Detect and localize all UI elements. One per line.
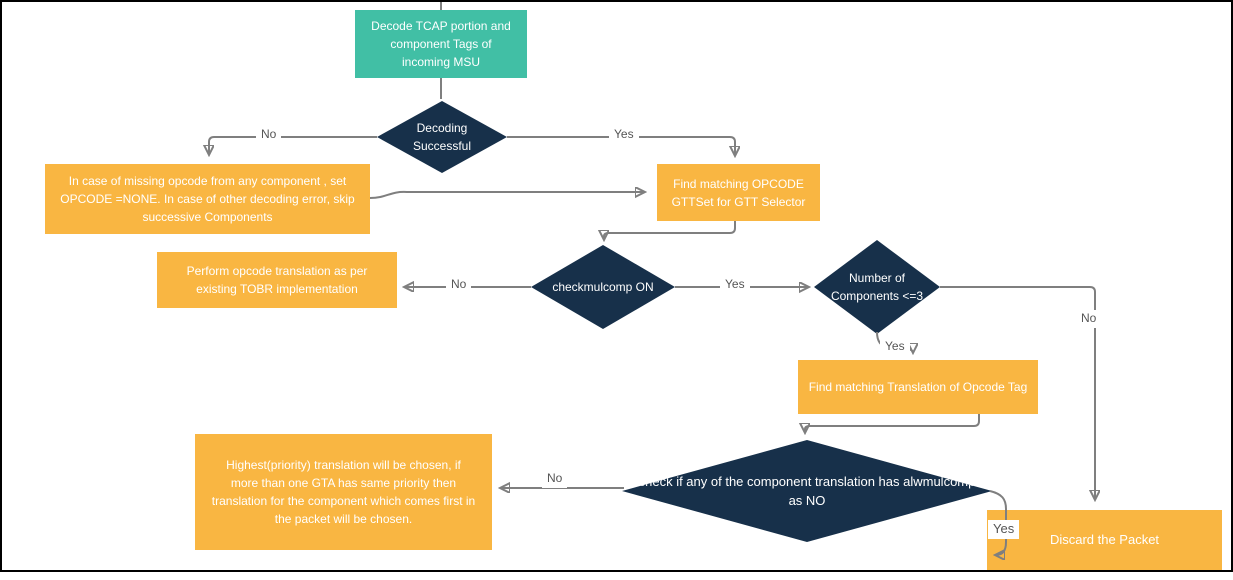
node-checkmulcomp-on-label: checkmulcomp ON bbox=[552, 280, 654, 294]
node-perform-tobr: Perform opcode translation as per existi… bbox=[157, 252, 397, 308]
node-num-components-label: Number of Components <=3 bbox=[830, 271, 924, 303]
node-find-opcode-gttset-label: Find matching OPCODE GTTSet for GTT Sele… bbox=[671, 176, 806, 209]
node-checkmulcomp-on: checkmulcomp ON bbox=[531, 245, 675, 329]
node-check-alwmulcomp: check if any of the component translatio… bbox=[622, 440, 992, 542]
node-check-alwmulcomp-label: check if any of the component translatio… bbox=[638, 473, 976, 509]
node-missing-opcode: In case of missing opcode from any compo… bbox=[45, 164, 370, 234]
edge-label-alwmulcomp-no: No bbox=[542, 470, 568, 488]
node-missing-opcode-label: In case of missing opcode from any compo… bbox=[60, 174, 355, 224]
node-find-translation: Find matching Translation of Opcode Tag bbox=[798, 360, 1038, 414]
node-find-opcode-gttset: Find matching OPCODE GTTSet for GTT Sele… bbox=[657, 164, 820, 221]
edge-label-numcomp-yes: Yes bbox=[880, 338, 910, 356]
edge-label-checkmulcomp-no: No bbox=[446, 276, 472, 294]
node-highest-priority-label: Highest(priority) translation will be ch… bbox=[211, 458, 476, 526]
edge-find-translation-to-alwmulcomp bbox=[805, 414, 980, 432]
edge-label-alwmulcomp-yes: Yes bbox=[988, 520, 1020, 539]
node-perform-tobr-label: Perform opcode translation as per existi… bbox=[186, 264, 368, 296]
node-num-components: Number of Components <=3 bbox=[814, 240, 940, 334]
edge-decoding-no bbox=[209, 136, 377, 154]
edge-label-checkmulcomp-yes: Yes bbox=[720, 276, 750, 294]
edge-label-decoding-no: No bbox=[256, 126, 282, 144]
node-discard-packet-label: Discard the Packet bbox=[1049, 532, 1160, 548]
edge-find-gttset-to-checkmulcomp bbox=[604, 221, 736, 239]
edge-label-decoding-yes: Yes bbox=[609, 126, 639, 144]
node-highest-priority: Highest(priority) translation will be ch… bbox=[195, 434, 492, 550]
edge-label-numcomp-no: No bbox=[1076, 310, 1102, 328]
node-decode-tcap-label: Decode TCAP portion and component Tags o… bbox=[371, 19, 511, 69]
node-decoding-successful: Decoding Successful bbox=[377, 101, 507, 173]
node-decoding-successful-label: Decoding Successful bbox=[412, 121, 472, 153]
node-discard-packet: Discard the Packet bbox=[987, 510, 1222, 570]
node-find-translation-label: Find matching Translation of Opcode Tag bbox=[808, 380, 1028, 394]
edge-missing-opcode-to-find-gttset bbox=[369, 192, 644, 199]
node-decode-tcap: Decode TCAP portion and component Tags o… bbox=[355, 10, 527, 78]
